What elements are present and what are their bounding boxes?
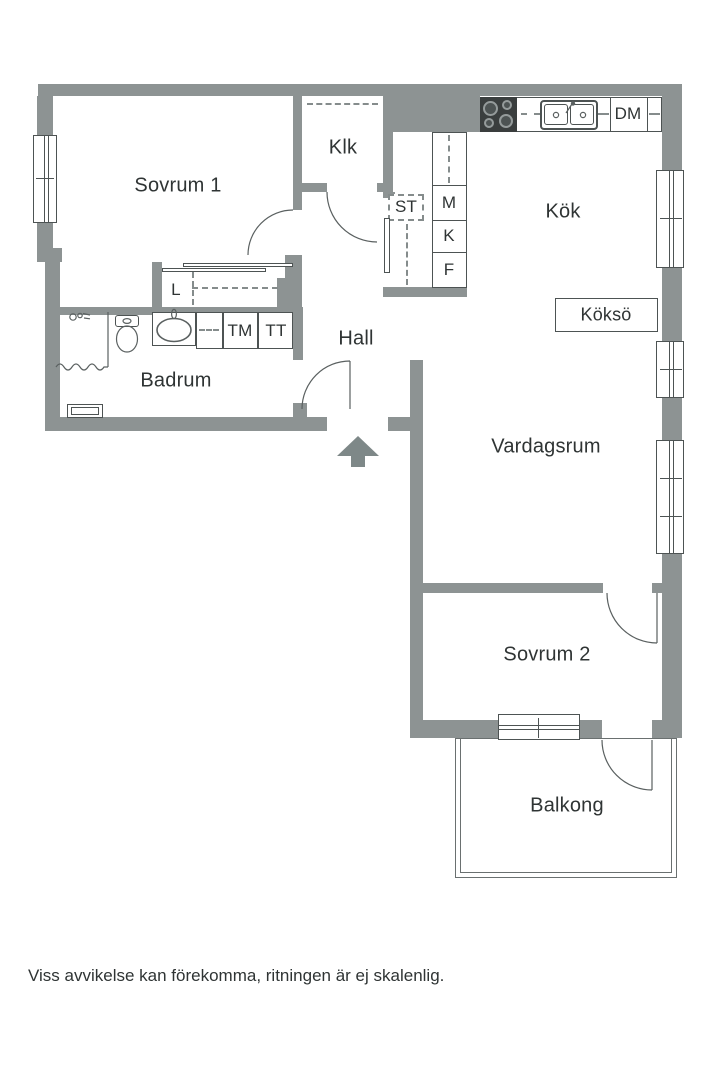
wall-kitchen-block: [393, 96, 480, 132]
label-st: ST: [394, 197, 418, 216]
entrance-arrow-icon: [337, 436, 379, 456]
freezer-cabinet: [432, 252, 467, 288]
tumble-dryer: [258, 312, 293, 349]
balcony-railing-inner: [460, 739, 672, 873]
wall-top: [38, 84, 682, 96]
toilet-bowl-icon: [115, 325, 139, 353]
wall-st-bottom: [383, 287, 467, 297]
room-label-balkong: Balkong: [530, 794, 604, 817]
microwave-cabinet: [432, 185, 467, 221]
disclaimer-text: Viss avvikelse kan förekomma, ritningen …: [28, 966, 445, 985]
shower-curtain-icon: [55, 363, 108, 371]
wall-sovrum2-divider: [418, 583, 603, 593]
label-kokso: Köksö: [580, 304, 632, 325]
window-sovrum2-icon: [498, 714, 580, 740]
room-label-kok: Kök: [545, 200, 581, 223]
window-vardagsrum-lower-icon: [656, 440, 684, 554]
wall-left-lower: [45, 260, 60, 431]
stove-icon: [480, 97, 517, 132]
door-arc-sovrum1: [247, 209, 294, 256]
wall-badrum-door-stub: [293, 403, 307, 417]
label-tt: TT: [265, 321, 287, 340]
room-label-sovrum1: Sovrum 1: [134, 174, 222, 197]
wall-l-closet-left: [152, 262, 162, 307]
room-label-klk: Klk: [328, 136, 358, 159]
wall-sovrum2-bottom-right: [652, 720, 682, 738]
wall-sovrum1-right: [293, 96, 302, 210]
wall-klk-bottom-left: [302, 183, 327, 192]
wall-bottom-hall-stub: [388, 417, 410, 431]
wall-left-step: [37, 248, 62, 262]
wall-mid-vertical: [410, 360, 423, 738]
label-k: K: [443, 226, 455, 245]
room-label-hall: Hall: [338, 327, 374, 350]
window-kitchen-icon: [656, 170, 684, 268]
label-m: M: [441, 193, 457, 212]
washing-machine: [223, 312, 258, 349]
entrance-arrow-stem-icon: [351, 456, 365, 467]
door-arc-klk: [326, 191, 378, 243]
wall-sovrum2-divider-stub: [652, 583, 662, 593]
label-l: L: [171, 280, 181, 299]
wall-sovrum1-corner-b: [277, 278, 302, 308]
label-tm: TM: [227, 321, 253, 340]
l-closet-sliding-door-icon: [183, 263, 293, 267]
wall-badrum-right: [293, 307, 303, 360]
toilet-tank-icon: [115, 315, 139, 327]
kitchen-sink-icon: [540, 100, 598, 130]
wall-klk-right: [383, 96, 393, 192]
door-arc-badrum: [301, 360, 351, 410]
room-label-badrum: Badrum: [140, 369, 212, 392]
kitchen-island: [555, 298, 658, 332]
wall-bottom-hall: [45, 417, 327, 431]
wall-sovrum1-corner-a: [285, 255, 302, 278]
floor-drain-inner-icon: [71, 407, 99, 415]
room-label-sovrum2: Sovrum 2: [503, 643, 591, 666]
fridge-cabinet: [432, 220, 467, 253]
bathroom-sink-cabinet: [152, 312, 196, 346]
window-vardagsrum-upper-icon: [656, 341, 684, 398]
wall-klk-bottom-right: [377, 183, 393, 192]
label-dm: DM: [614, 104, 642, 123]
window-sovrum1-icon: [33, 135, 57, 223]
st-sliding-door-icon: [384, 218, 390, 273]
l-closet-sliding-door2-icon: [162, 268, 266, 272]
label-f: F: [443, 260, 455, 279]
door-arc-sovrum2: [606, 592, 658, 644]
st-closet: [388, 194, 424, 221]
room-label-vardagsrum: Vardagsrum: [491, 435, 601, 458]
